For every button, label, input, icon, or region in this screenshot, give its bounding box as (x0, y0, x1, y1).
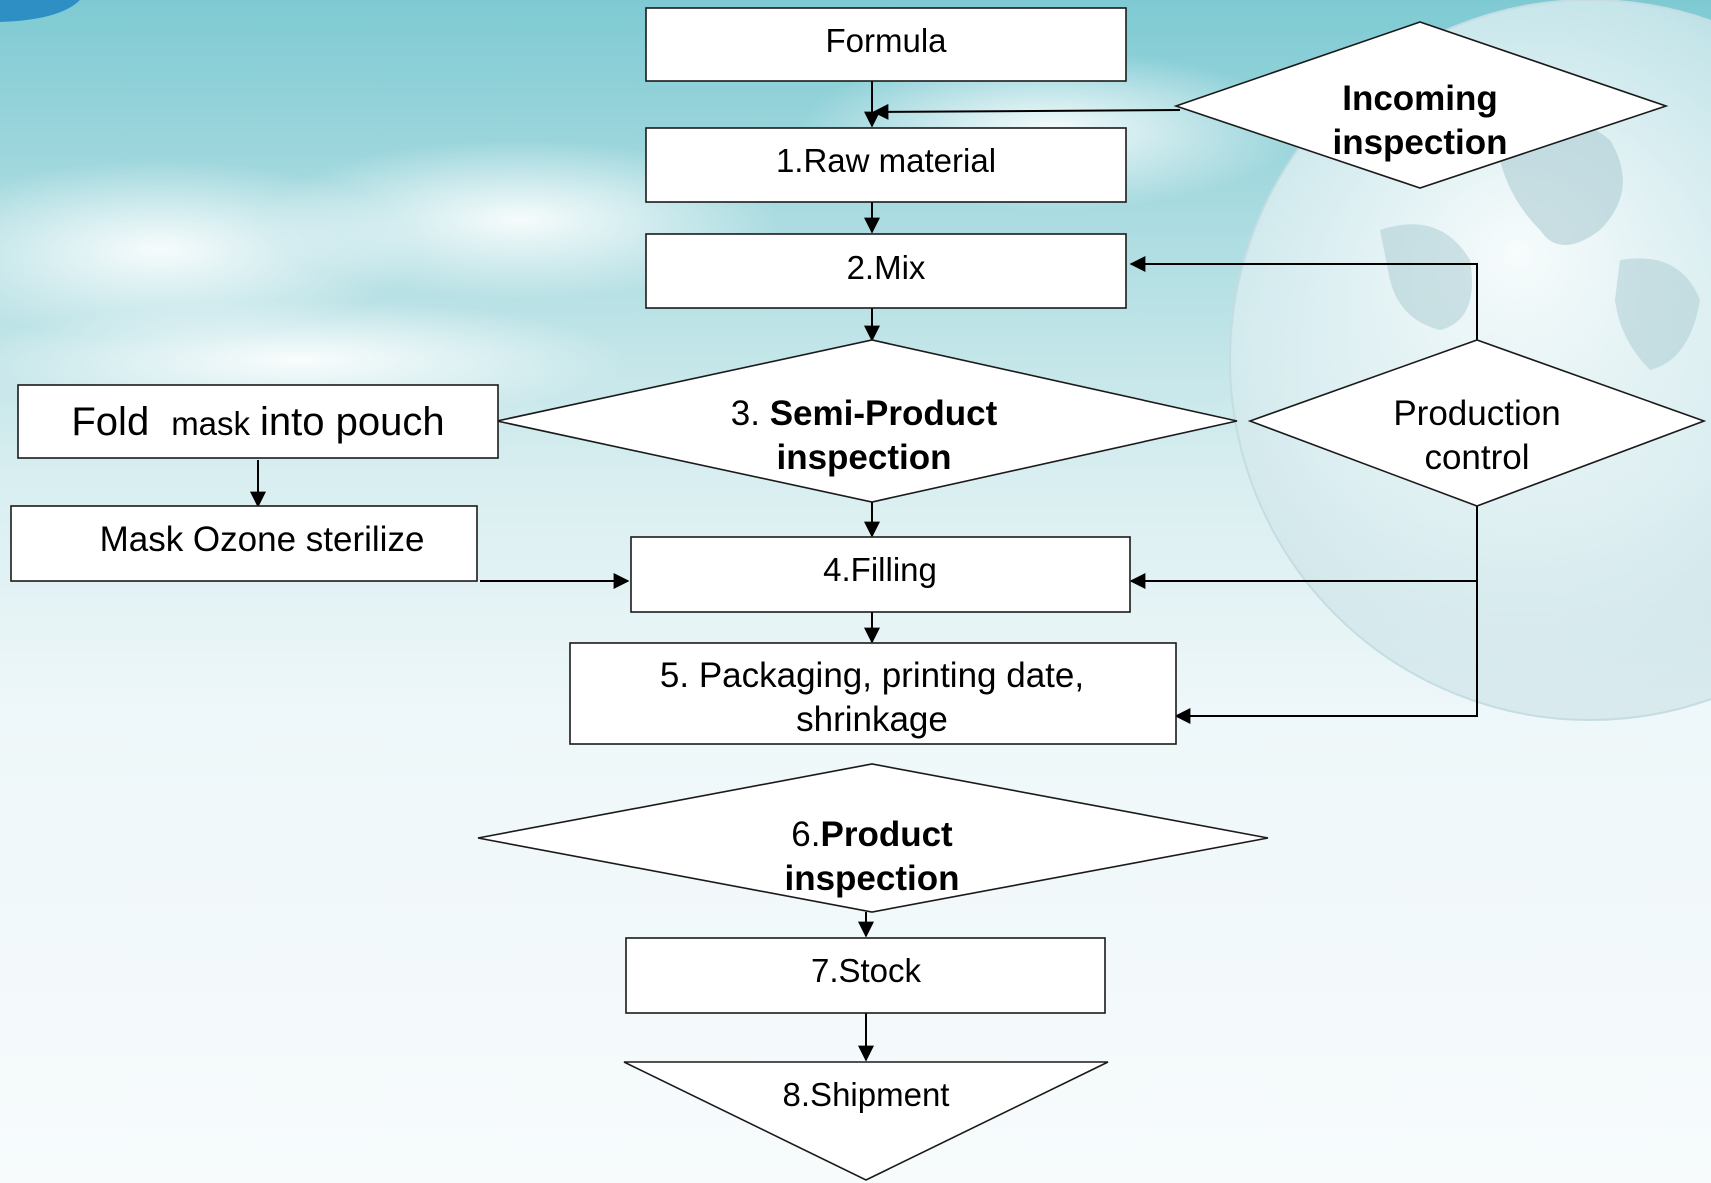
packaging-label-1: 5. Packaging, printing date, (660, 656, 1084, 695)
arrow-incoming-to-raw-material (872, 103, 1181, 120)
incoming-inspection-label-2: inspection (1332, 123, 1507, 162)
formula-box: Formula (645, 7, 1127, 82)
incoming-inspection-diamond: Incoming inspection (1173, 21, 1669, 189)
shipment-label: 8.Shipment (783, 1076, 950, 1113)
connectors (250, 81, 1478, 1062)
arrow-production-control-to-filling (1129, 506, 1478, 589)
fold-mask-part-1: Fold (71, 400, 149, 444)
raw-material-label: 1.Raw material (776, 142, 996, 179)
raw-material-box: 1.Raw material (645, 127, 1127, 203)
mask-ozone-box: Mask Ozone sterilize (10, 505, 478, 582)
globe-continent-3 (1615, 258, 1700, 370)
fold-mask-part-2: mask (171, 405, 250, 442)
mask-ozone-label: Mask Ozone sterilize (100, 520, 425, 559)
incoming-inspection-label-1: Incoming (1342, 79, 1498, 118)
logo-corner (0, 0, 80, 22)
packaging-label-2: shrinkage (796, 700, 948, 739)
production-control-label-2: control (1424, 438, 1529, 477)
formula-label: Formula (825, 22, 947, 59)
product-inspection-diamond: 6.Product inspection (477, 763, 1269, 913)
semi-product-inspection-line-2: inspection (776, 438, 951, 477)
stock-label: 7.Stock (811, 952, 922, 989)
product-inspection-line-2: inspection (784, 859, 959, 898)
product-bold: Product (820, 815, 953, 854)
arrow-production-control-to-mix (1129, 256, 1478, 340)
production-control-diamond: Production control (1247, 339, 1707, 507)
semi-product-prefix: 3. (731, 394, 770, 433)
fold-mask-label: Fold mask into pouch (71, 400, 444, 444)
production-control-label-1: Production (1393, 394, 1560, 433)
filling-label: 4.Filling (823, 551, 937, 588)
mix-label: 2.Mix (847, 249, 926, 286)
stock-box: 7.Stock (625, 937, 1106, 1014)
arrow-production-control-to-packaging (1174, 581, 1478, 724)
fold-mask-box: Fold mask into pouch (17, 384, 499, 459)
semi-product-bold: Semi-Product (770, 394, 998, 433)
product-prefix: 6. (791, 815, 820, 854)
semi-product-inspection-diamond: 3. Semi-Product inspection (496, 339, 1238, 503)
globe-continent-2 (1380, 224, 1472, 330)
packaging-box: 5. Packaging, printing date, shrinkage (569, 642, 1177, 745)
filling-box: 4.Filling (630, 536, 1131, 613)
semi-product-inspection-line-1: 3. Semi-Product (731, 394, 998, 433)
product-inspection-line-1: 6.Product (791, 815, 953, 854)
fold-mask-part-3: into pouch (260, 400, 445, 444)
mix-box: 2.Mix (645, 233, 1127, 309)
shipment-triangle: 8.Shipment (623, 1061, 1109, 1181)
